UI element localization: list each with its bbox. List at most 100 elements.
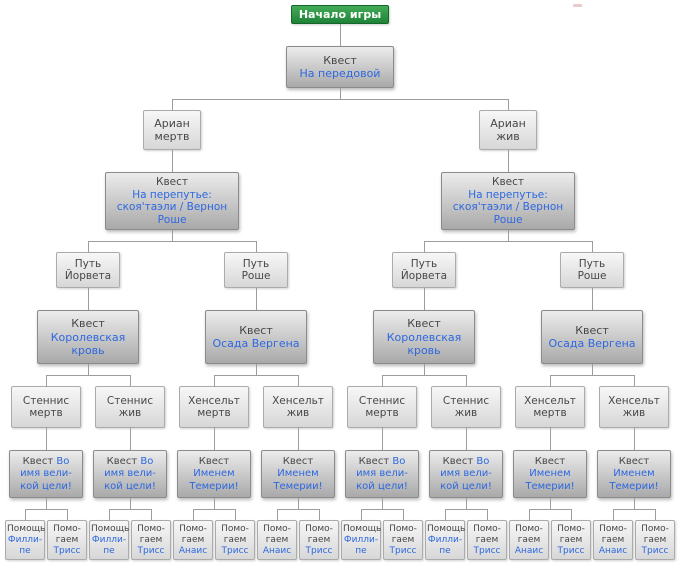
node-text: Квест Во имя вели- кой цели! xyxy=(96,456,164,493)
node-label: Помощь xyxy=(91,523,130,534)
node-sublabel: Во имя вели- кой цели! xyxy=(440,456,492,492)
node-label: Квест xyxy=(282,456,314,468)
node-label: Стеннис жив xyxy=(442,394,490,420)
node-text: Ариан мертв xyxy=(146,117,198,144)
node-label: Помо- гаем xyxy=(515,523,543,545)
node-sublabel: Королевская кровь xyxy=(50,330,126,358)
node-label: Квест xyxy=(442,456,474,468)
node-sublabel: На перепутье: скоя'таэли / Вернон Роше xyxy=(452,188,564,227)
henselt-dead-node: Хенсельт мертв xyxy=(515,386,585,429)
node-text: Путь Йорвета xyxy=(395,258,453,284)
node-label: Помощь xyxy=(427,523,466,534)
node-label: Ариан мертв xyxy=(154,117,190,144)
node-label: Путь Йорвета xyxy=(400,257,448,283)
henselt-dead-node: Хенсельт мертв xyxy=(179,386,249,429)
node-text: Квест Во имя вели- кой цели! xyxy=(432,456,500,493)
node-sublabel: Во имя вели- кой цели! xyxy=(356,456,408,492)
node-text: Хенсельт мертв xyxy=(182,395,246,421)
node-label: Помо- гаем xyxy=(137,523,165,545)
node-text: Хенсельт жив xyxy=(602,395,666,421)
node-label: Квест xyxy=(492,175,524,188)
node-label: Квест xyxy=(106,456,138,468)
node-label: Квест xyxy=(575,324,609,337)
stennis-dead-node: Стеннис мертв xyxy=(11,386,81,429)
node-text: Стеннис мертв xyxy=(350,395,414,421)
node-label: Хенсельт жив xyxy=(608,394,660,420)
node-label: Помо- гаем xyxy=(263,523,291,545)
node-text: Квест Во имя вели- кой цели! xyxy=(348,456,416,493)
node-label: Хенсельт мертв xyxy=(188,394,240,420)
node-text: Стеннис жив xyxy=(98,395,162,421)
node-sublabel: Во имя вели- кой цели! xyxy=(20,456,72,492)
stennis-dead-node: Стеннис мертв xyxy=(347,386,417,429)
node-label: Квест xyxy=(323,54,357,67)
node-label: Помо- гаем xyxy=(53,523,81,545)
node-text: Ариан жив xyxy=(482,117,534,144)
node-text: Стеннис мертв xyxy=(14,395,78,421)
node-sublabel: Анаис xyxy=(178,545,208,556)
node-label: Квест xyxy=(358,456,390,468)
node-sublabel: Во имя вели- кой цели! xyxy=(104,456,156,492)
node-label: Ариан жив xyxy=(490,117,526,144)
node-sublabel: Осада Вергена xyxy=(548,337,636,351)
node-label: Помо- гаем xyxy=(557,523,585,545)
node-sublabel: Филли- пе xyxy=(427,534,463,556)
node-label: Путь Йорвета xyxy=(64,257,112,283)
node-label: Квест xyxy=(239,324,273,337)
node-label: Помо- гаем xyxy=(599,523,627,545)
